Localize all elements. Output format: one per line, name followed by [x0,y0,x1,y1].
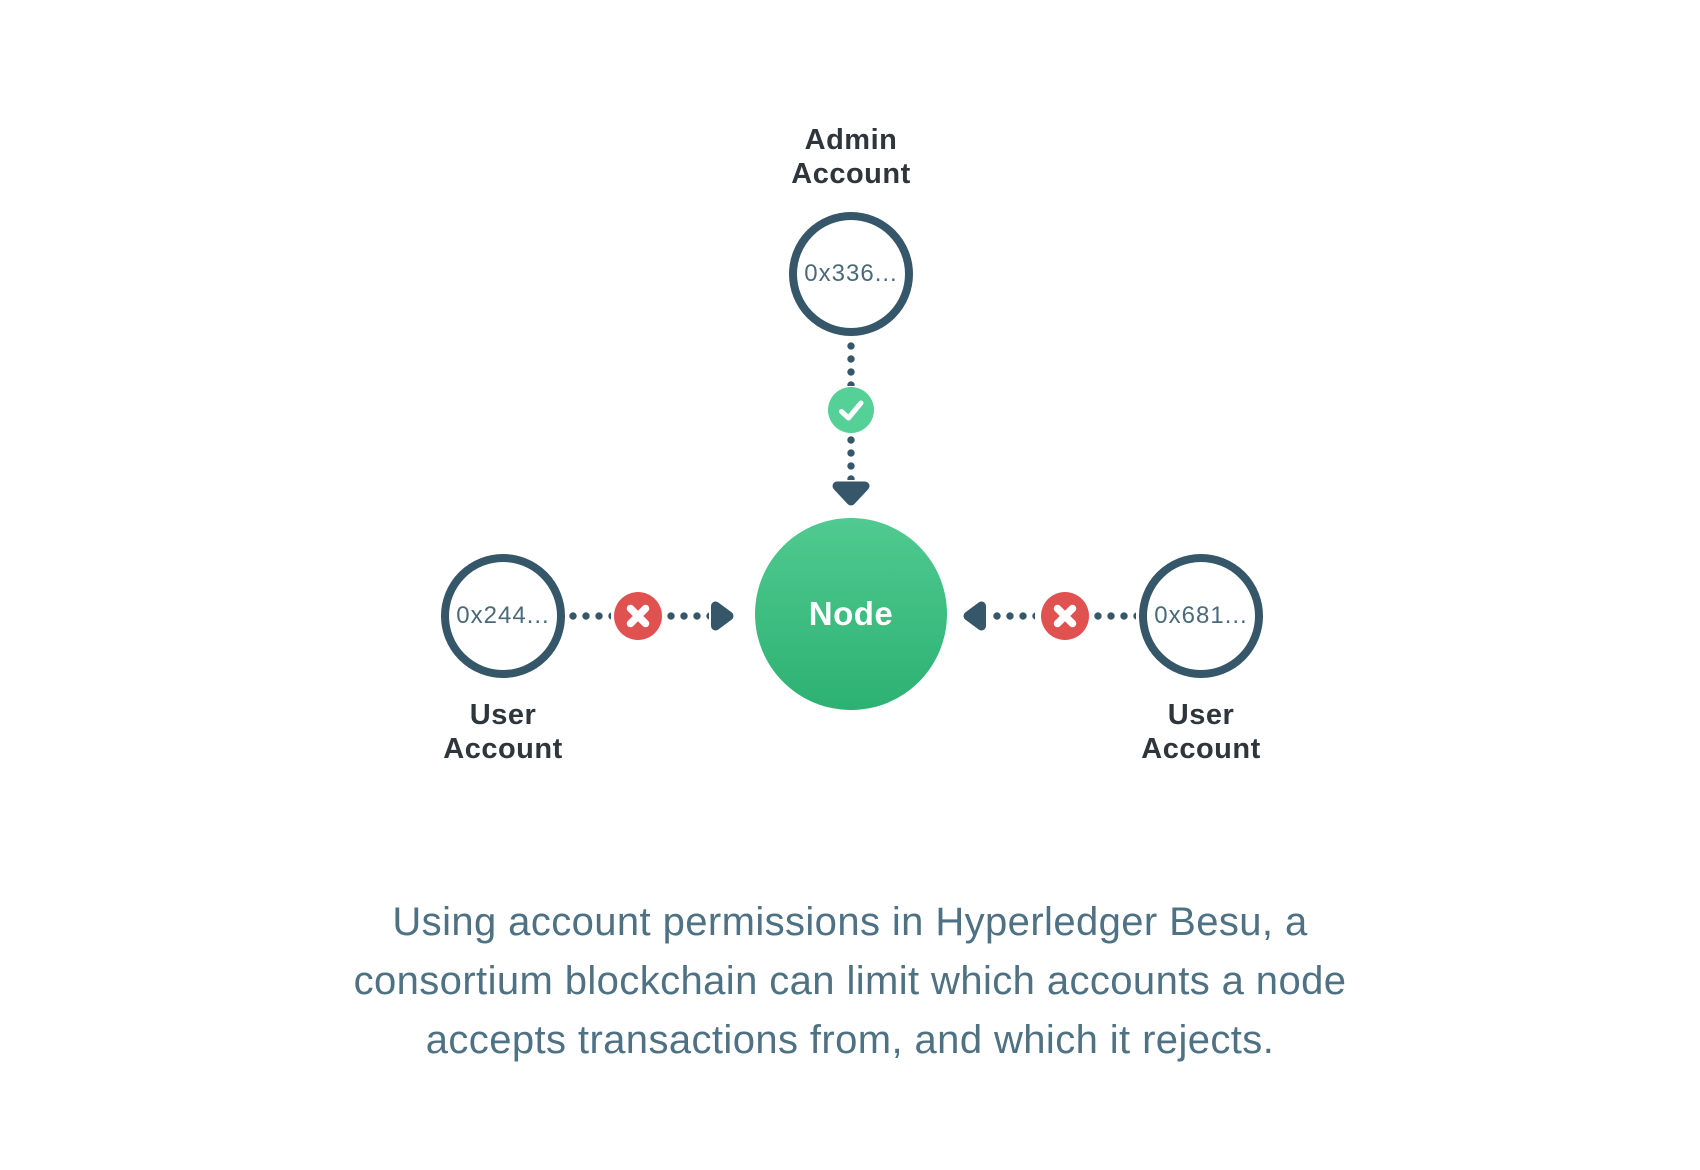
arrow-down-icon [832,481,870,506]
caption-line3: accepts transactions from, and which it … [425,1018,1275,1062]
admin-account-address: 0x336... [804,260,898,287]
arrow-right-icon [711,601,734,631]
dotted-connector-left-outer [569,612,611,620]
dotted-connector-right-inner [993,612,1035,620]
dotted-connector-right-outer [1094,612,1136,620]
x-icon [1053,604,1077,628]
user-account-left-address: 0x244... [456,602,550,629]
user-account-right-label-line2: Account [1141,733,1261,765]
arrow-left-icon [963,601,986,631]
admin-account-circle: 0x336... [789,212,913,336]
caption: Using account permissions in Hyperledger… [0,893,1700,1070]
x-icon [626,604,650,628]
user-account-right-label: User Account [1051,698,1351,766]
deny-badge-right [1041,592,1089,640]
deny-badge-left [614,592,662,640]
dotted-connector-admin-lower [847,436,855,480]
user-account-right-address: 0x681... [1154,602,1248,629]
check-icon [839,400,864,421]
admin-account-label-line1: Admin [804,124,898,156]
user-account-left-label-line2: Account [443,733,563,765]
admin-account-label: Admin Account [701,123,1001,191]
user-account-left-circle: 0x244... [441,554,565,678]
user-account-right-circle: 0x681... [1139,554,1263,678]
dotted-connector-left-inner [667,612,709,620]
user-account-right-label-line1: User [1167,699,1235,731]
dotted-connector-admin-upper [847,342,855,386]
user-account-left-label-line1: User [469,699,537,731]
node-label: Node [808,595,894,632]
admin-account-label-line2: Account [791,158,911,190]
caption-line1: Using account permissions in Hyperledger… [392,900,1308,944]
user-account-left-label: User Account [353,698,653,766]
node-circle: Node [755,518,947,710]
allow-badge [828,387,874,433]
caption-line2: consortium blockchain can limit which ac… [353,959,1347,1003]
